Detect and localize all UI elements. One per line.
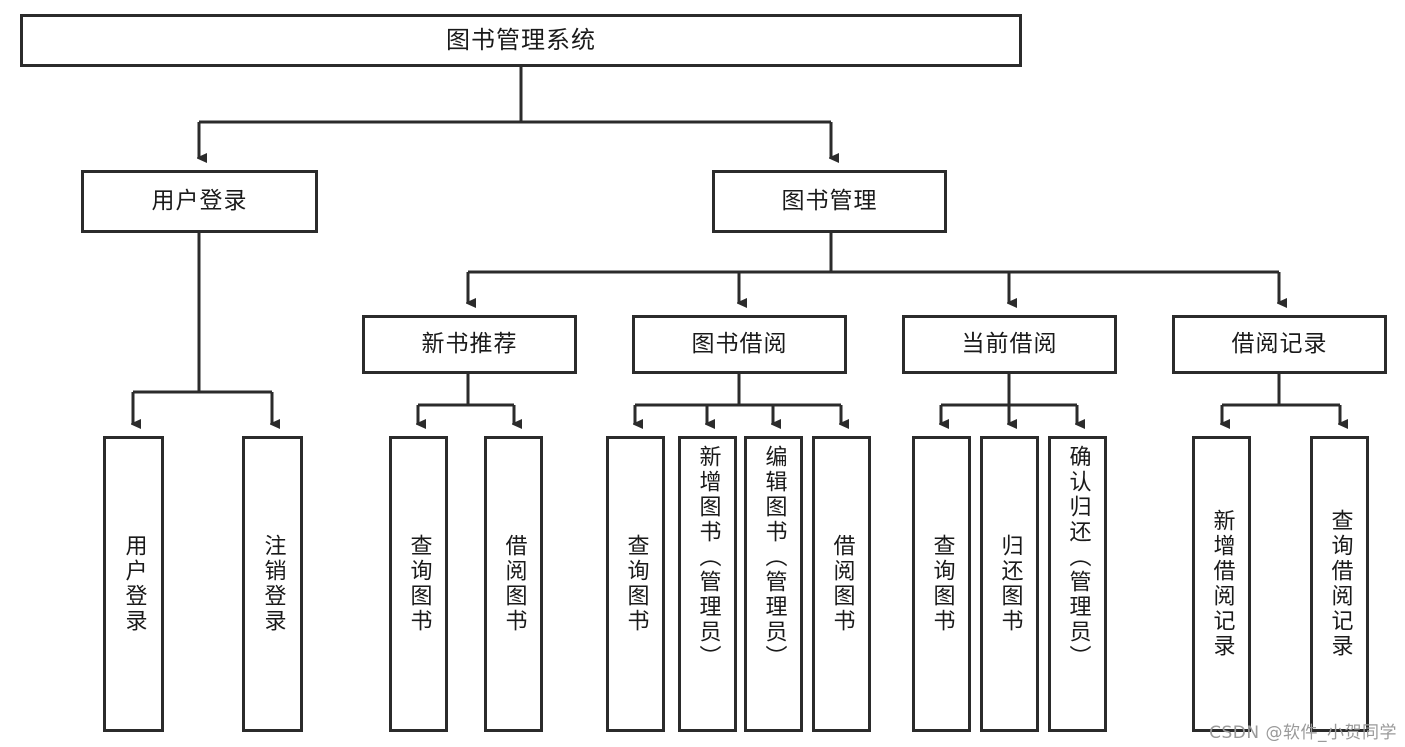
node-label: 借阅记录 bbox=[1231, 330, 1328, 357]
leaf-book-borrow-query-book[interactable]: 查询图书 bbox=[606, 436, 665, 732]
node-label: 图书借阅 bbox=[691, 330, 788, 357]
node-label: 查询图书 bbox=[406, 534, 432, 634]
node-label: 图书管理系统 bbox=[446, 26, 596, 55]
leaf-current-borrow-return-book[interactable]: 归还图书 bbox=[980, 436, 1039, 732]
node-label: 新增借阅记录 bbox=[1209, 509, 1235, 659]
node-current-borrow[interactable]: 当前借阅 bbox=[902, 315, 1117, 374]
watermark-text: CSDN @软件_小贺同学 bbox=[1209, 723, 1397, 743]
leaf-book-borrow-add-book-admin[interactable]: 新增图书（管理员） bbox=[678, 436, 737, 732]
leaf-borrow-record-query-record[interactable]: 查询借阅记录 bbox=[1310, 436, 1369, 732]
leaf-user-login-logout[interactable]: 注销登录 bbox=[242, 436, 303, 732]
leaf-borrow-record-add-record[interactable]: 新增借阅记录 bbox=[1192, 436, 1251, 732]
leaf-book-borrow-borrow-book[interactable]: 借阅图书 bbox=[812, 436, 871, 732]
node-label: 查询图书 bbox=[929, 534, 955, 634]
node-label: 用户登录 bbox=[151, 187, 248, 214]
leaf-user-login-login[interactable]: 用户登录 bbox=[103, 436, 164, 732]
node-root-book-management-system[interactable]: 图书管理系统 bbox=[20, 14, 1022, 67]
leaf-new-book-query-book[interactable]: 查询图书 bbox=[389, 436, 448, 732]
leaf-book-borrow-edit-book-admin[interactable]: 编辑图书（管理员） bbox=[744, 436, 803, 732]
node-book-borrow[interactable]: 图书借阅 bbox=[632, 315, 847, 374]
node-label: 借阅图书 bbox=[829, 534, 855, 634]
node-new-book-recommendation[interactable]: 新书推荐 bbox=[362, 315, 577, 374]
node-label: 编辑图书（管理员） bbox=[761, 445, 787, 670]
node-label: 确认归还（管理员） bbox=[1065, 445, 1091, 670]
node-label: 新增图书（管理员） bbox=[695, 445, 721, 670]
node-label: 查询借阅记录 bbox=[1327, 509, 1353, 659]
node-label: 当前借阅 bbox=[961, 330, 1058, 357]
node-label: 用户登录 bbox=[121, 534, 147, 634]
leaf-current-borrow-query-book[interactable]: 查询图书 bbox=[912, 436, 971, 732]
leaf-new-book-borrow-book[interactable]: 借阅图书 bbox=[484, 436, 543, 732]
leaf-current-borrow-confirm-return-admin[interactable]: 确认归还（管理员） bbox=[1048, 436, 1107, 732]
node-user-login[interactable]: 用户登录 bbox=[81, 170, 318, 233]
node-label: 新书推荐 bbox=[421, 330, 518, 357]
node-label: 借阅图书 bbox=[501, 534, 527, 634]
node-label: 注销登录 bbox=[260, 534, 286, 634]
node-borrow-record[interactable]: 借阅记录 bbox=[1172, 315, 1387, 374]
node-book-management[interactable]: 图书管理 bbox=[712, 170, 947, 233]
node-label: 图书管理 bbox=[781, 187, 878, 214]
node-label: 查询图书 bbox=[623, 534, 649, 634]
node-label: 归还图书 bbox=[997, 534, 1023, 634]
